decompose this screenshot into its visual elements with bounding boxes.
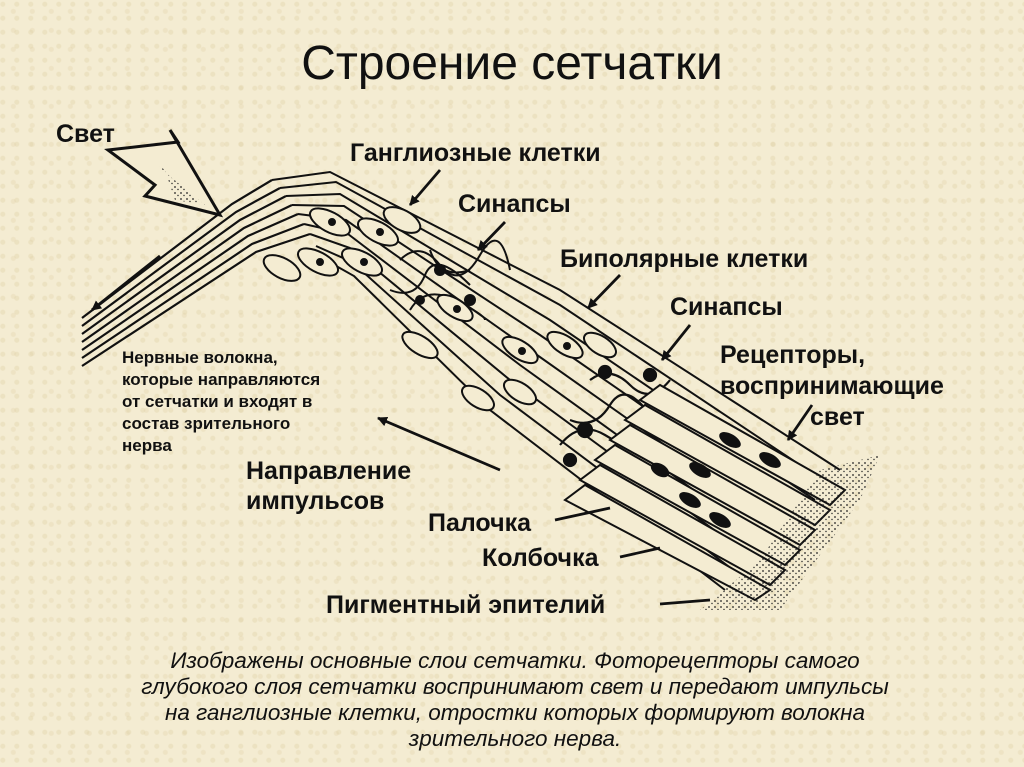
caption-line3: на ганглиозные клетки, отростки которых … (164, 700, 866, 725)
synapse-tangle-inner (389, 239, 511, 321)
label-receptors-line1: Рецепторы, (720, 341, 866, 369)
label-ganglion-cells: Ганглиозные клетки (350, 139, 601, 167)
page-title: Строение сетчатки (301, 37, 723, 90)
label-pigment-epithelium: Пигментный эпителий (326, 591, 606, 619)
caption: Изображены основные слои сетчатки. Фотор… (40, 648, 990, 752)
label-bipolar-cells: Биполярные клетки (560, 245, 809, 273)
label-receptors-line3: свет (810, 403, 865, 431)
label-impulse-direction-line1: Направление (246, 457, 412, 485)
label-nerve-fibers-line2: которые направляются (122, 370, 321, 389)
light-arrow-icon (104, 129, 224, 218)
caption-line2: глубокого слоя сетчатки воспринимают све… (141, 674, 889, 699)
label-impulse-direction-line2: импульсов (246, 487, 385, 515)
label-nerve-fibers-line5: нерва (122, 436, 172, 455)
pigment-epithelium-layer (700, 455, 880, 610)
receptor-nuclei (650, 432, 781, 528)
label-rod: Палочка (428, 509, 532, 537)
label-synapses-bottom: Синапсы (670, 293, 783, 321)
caption-line1: Изображены основные слои сетчатки. Фотор… (170, 648, 860, 673)
label-pointers (377, 169, 814, 606)
label-light: Свет (56, 120, 115, 148)
label-nerve-fibers-line4: состав зрительного (122, 414, 291, 433)
label-nerve-fibers-line1: Нервные волокна, (122, 348, 278, 367)
ganglion-cells (262, 206, 422, 282)
bipolar-cells (401, 293, 617, 412)
label-nerve-fibers-line3: от сетчатки и входят в (122, 392, 313, 411)
label-synapses-top: Синапсы (458, 190, 571, 218)
fiber-direction-arrow (91, 254, 161, 312)
label-cone: Колбочка (482, 544, 599, 572)
label-receptors-line2: воспринимающие (720, 372, 944, 400)
caption-line4: зрительного нерва. (408, 726, 622, 751)
